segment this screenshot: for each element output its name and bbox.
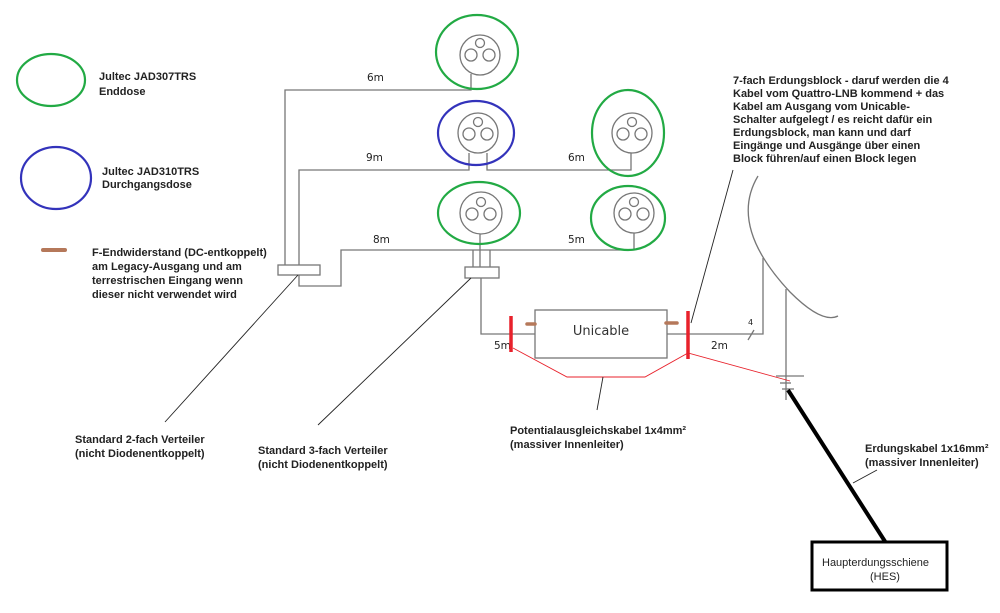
annotation-line: 7-fach Erdungsblock - daruf werden die 4 xyxy=(733,75,950,87)
annotation-line: Eingänge und Ausgänge über einen xyxy=(733,140,921,152)
earthing-cable xyxy=(786,388,888,545)
label-verteiler3-note: (nicht Diodenentkoppelt) xyxy=(258,459,388,471)
label-potential: Potentialausgleichskabel 1x4mm² xyxy=(510,425,686,437)
label-erdungskabel-note: (massiver Innenleiter) xyxy=(865,457,979,469)
legend-enddose-sublabel: Enddose xyxy=(99,86,145,98)
socket-enddose-lower-right xyxy=(589,184,667,252)
cable-length-lower-left: 8m xyxy=(373,234,390,246)
annotation-line: Erdungsblock, man kann und darf xyxy=(733,127,911,139)
cable-length-lower-right: 5m xyxy=(568,234,585,246)
cable-length-middle-right: 6m xyxy=(568,152,585,164)
pointer-erdungskabel xyxy=(852,469,878,484)
pointer-erdungsblock xyxy=(690,169,734,324)
satellite-dish xyxy=(747,175,839,319)
label-verteiler2-note: (nicht Diodenentkoppelt) xyxy=(75,448,205,460)
pointer-verteiler2 xyxy=(164,274,299,423)
label-potential-note: (massiver Innenleiter) xyxy=(510,439,624,451)
legend-terminator-line2: am Legacy-Ausgang und am xyxy=(92,261,242,273)
socket-enddose-middle-right xyxy=(590,88,666,178)
annotation-line: Block führen/auf einen Block legen xyxy=(733,153,917,165)
potential-equalization-cable xyxy=(512,347,791,382)
legend-enddose-label: Jultec JAD307TRS xyxy=(99,71,196,83)
splitter-3-way xyxy=(464,266,500,279)
cable-length-top: 6m xyxy=(367,72,384,84)
legend-durchgangsdose-label: Jultec JAD310TRS xyxy=(102,166,199,178)
splitter-2-way xyxy=(277,264,321,276)
hes-label: Haupterdungsschiene xyxy=(822,557,929,569)
cable-length-to-unicable: 5m xyxy=(494,340,511,352)
legend-terminator-line1: F-Endwiderstand (DC-entkoppelt) xyxy=(92,247,267,259)
legend-durchgangsdose-symbol xyxy=(19,145,93,211)
annotation-line: Kabel vom Quattro-LNB kommend + das xyxy=(733,88,944,100)
socket-enddose-lower-left xyxy=(436,180,522,246)
main-earthing-bar xyxy=(810,540,949,592)
annotation-line: Schalter aufgelegt / es reicht dafür ein xyxy=(733,114,933,126)
legend-terminator-line3: terrestrischen Eingang wenn xyxy=(92,275,243,287)
label-verteiler3: Standard 3-fach Verteiler xyxy=(258,445,388,457)
pointer-verteiler3 xyxy=(317,277,472,426)
unicable-switch xyxy=(534,309,668,359)
pointer-potential xyxy=(596,376,604,411)
legend-enddose-symbol xyxy=(15,52,87,108)
hes-sublabel: (HES) xyxy=(870,571,900,583)
socket-enddose-top xyxy=(434,13,520,91)
label-verteiler2: Standard 2-fach Verteiler xyxy=(75,434,205,446)
legend-terminator-line4: dieser nicht verwendet wird xyxy=(92,289,237,301)
annotation-line: Kabel am Ausgang vom Unicable- xyxy=(733,101,910,113)
label-erdungskabel: Erdungskabel 1x16mm² xyxy=(865,443,989,455)
annotation-erdungsblock: 7-fach Erdungsblock - daruf werden die 4… xyxy=(733,75,950,165)
legend-durchgangsdose-sublabel: Durchgangsdose xyxy=(102,179,192,191)
dish-cable-count: 4 xyxy=(748,318,753,327)
cable-length-to-dish: 2m xyxy=(711,340,728,352)
cable-length-middle-left: 9m xyxy=(366,152,383,164)
unicable-label: Unicable xyxy=(573,324,629,339)
socket-durchgangsdose xyxy=(436,99,516,167)
